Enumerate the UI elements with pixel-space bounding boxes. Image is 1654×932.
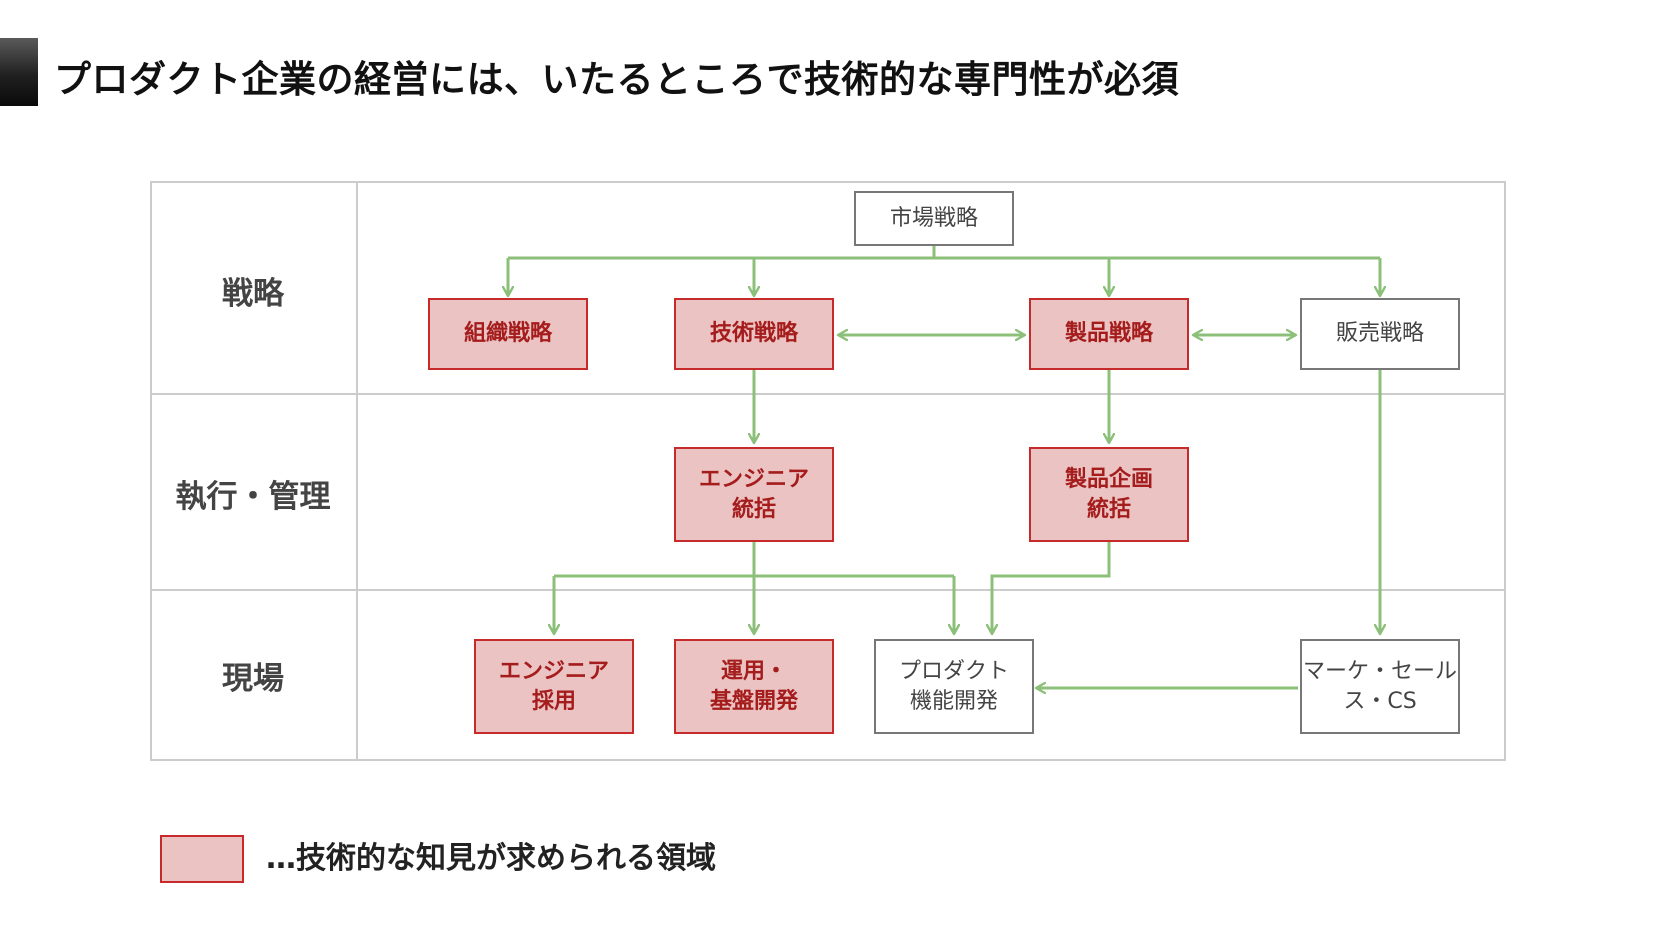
row-divider-1 bbox=[150, 393, 1506, 395]
node-eng-hiring: エンジニア 採用 bbox=[474, 639, 634, 734]
node-product-planning: 製品企画 統括 bbox=[1029, 447, 1189, 542]
node-market-strategy: 市場戦略 bbox=[854, 191, 1014, 246]
row-divider-2 bbox=[150, 589, 1506, 591]
row-label-strategy: 戦略 bbox=[222, 276, 284, 312]
node-tech-strategy: 技術戦略 bbox=[674, 298, 834, 370]
node-sales-strategy: 販売戦略 bbox=[1300, 298, 1460, 370]
legend-text: …技術的な知見が求められる領域 bbox=[266, 841, 716, 876]
row-label-execution: 執行・管理 bbox=[175, 479, 331, 515]
row-label-field: 現場 bbox=[222, 661, 284, 697]
node-org-strategy: 組織戦略 bbox=[428, 298, 588, 370]
node-feature-dev: プロダクト 機能開発 bbox=[874, 639, 1034, 734]
node-eng-management: エンジニア 統括 bbox=[674, 447, 834, 542]
page-title: プロダクト企業の経営には、いたるところで技術的な専門性が必須 bbox=[54, 58, 1179, 101]
legend-swatch bbox=[160, 835, 244, 883]
node-product-strategy: 製品戦略 bbox=[1029, 298, 1189, 370]
diagram-frame bbox=[150, 181, 1506, 761]
row-label-divider bbox=[356, 181, 358, 761]
node-ops-infra: 運用・ 基盤開発 bbox=[674, 639, 834, 734]
node-marketing-sales: マーケ・セール ス・CS bbox=[1300, 639, 1460, 734]
title-accent-bar bbox=[0, 38, 38, 106]
